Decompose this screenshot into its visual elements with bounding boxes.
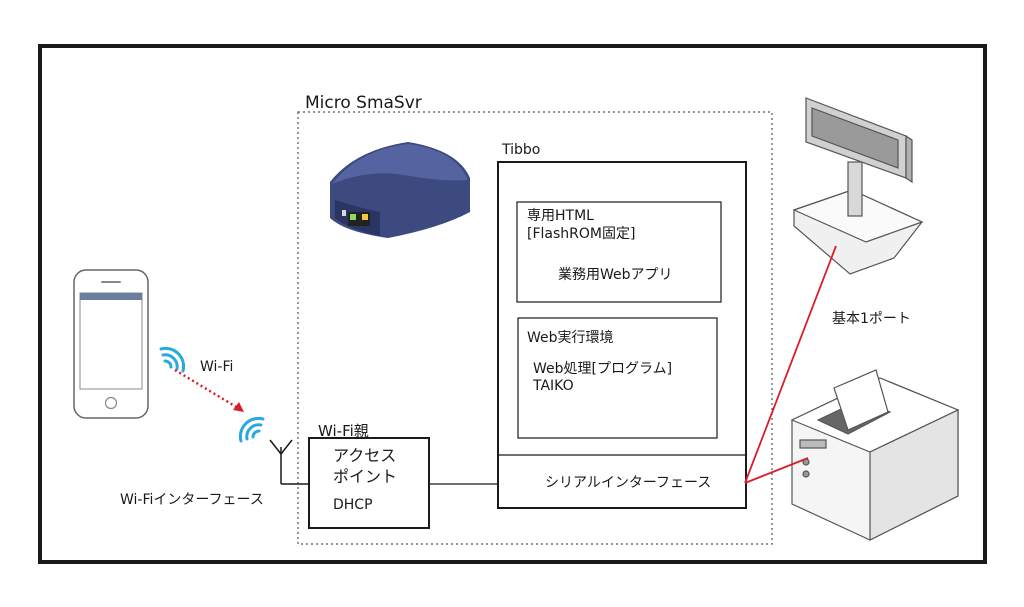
dedicated-html-line2: [FlashROM固定] <box>527 226 636 242</box>
customer-display-icon <box>792 97 924 275</box>
access-point-header: Wi-Fi親 <box>318 422 369 440</box>
dedicated-html-box <box>516 201 722 303</box>
receipt-printer-icon <box>790 369 960 541</box>
dhcp-label: DHCP <box>333 497 373 513</box>
serial-link-display <box>744 245 837 484</box>
wifi-label: Wi-Fi <box>200 359 234 375</box>
access-point-line1: アクセス <box>333 446 397 465</box>
web-program-line: Web処理[プログラム] <box>533 361 673 377</box>
serial-interface-label: シリアルインターフェース <box>545 475 712 491</box>
outer-frame <box>38 44 987 564</box>
micro-smasvr-label: Micro SmaSvr <box>305 93 422 113</box>
taiko-line: TAIKO <box>533 378 574 394</box>
access-point-line2: ポイント <box>333 467 398 486</box>
web-runtime-title: Web実行環境 <box>527 330 614 346</box>
wifi-signal-icon <box>238 416 265 443</box>
micro-smasvr-boundary <box>297 111 773 545</box>
web-runtime-box <box>517 317 718 439</box>
tibbo-box <box>497 161 747 509</box>
tibbo-label: Tibbo <box>502 142 541 158</box>
dedicated-html-line1: 専用HTML <box>527 208 594 224</box>
serial-link-printer <box>744 457 809 484</box>
basic-1-port-label: 基本1ポート <box>832 311 911 327</box>
tibbo-device-icon <box>330 142 470 238</box>
wifi-link-arrowhead <box>233 402 244 412</box>
smartphone-icon <box>73 269 149 419</box>
wifi-interface-label: Wi-Fiインターフェース <box>120 492 264 508</box>
access-point-box <box>308 437 430 529</box>
wifi-signal-icon <box>159 346 186 373</box>
wifi-link-line <box>174 368 239 410</box>
business-web-app-label: 業務用Webアプリ <box>558 267 673 283</box>
antenna-icon <box>269 439 309 485</box>
